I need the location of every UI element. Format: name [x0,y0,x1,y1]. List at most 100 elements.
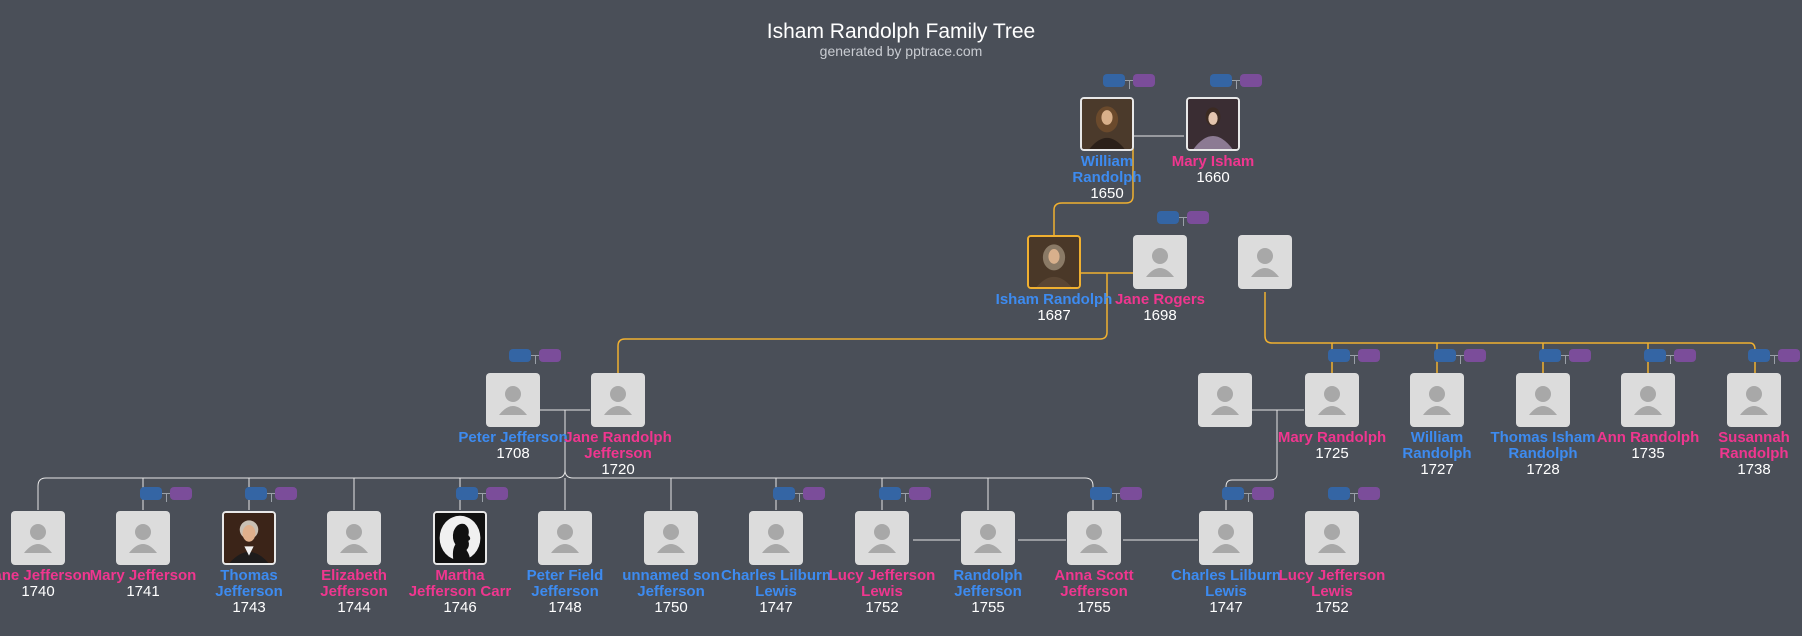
person-placeholder-icon [486,373,540,427]
ancestor-connector [1053,136,1134,236]
person-placeholder-icon [1410,373,1464,427]
expand-toggle[interactable] [1748,349,1802,364]
person-card-unknown-spouse[interactable] [1165,373,1285,427]
person-card-anna-scott-jefferson[interactable]: Anna Scott Jefferson 1755 [1034,511,1154,616]
person-placeholder-icon [327,511,381,565]
expand-toggle[interactable] [1539,349,1593,364]
person-year: 1735 [1631,445,1665,462]
expand-toggle[interactable] [1328,487,1382,502]
expand-toggle[interactable] [1434,349,1488,364]
person-card-elizabeth-jefferson[interactable]: Elizabeth Jefferson 1744 [294,511,414,616]
person-placeholder-icon [1516,373,1570,427]
expand-toggle[interactable] [1222,487,1276,502]
person-name: Martha Jefferson Carr [408,567,512,600]
expand-toggle[interactable] [245,487,299,502]
person-placeholder-icon [855,511,909,565]
person-name: Mary Jefferson [89,567,197,584]
person-placeholder-icon [538,511,592,565]
person-card-martha-jefferson-carr[interactable]: Martha Jefferson Carr 1746 [400,511,520,616]
expand-toggle[interactable] [456,487,510,502]
person-year: 1687 [1037,307,1071,324]
person-card-lucy-jefferson-lewis[interactable]: Lucy Jefferson Lewis 1752 [822,511,942,616]
person-card-jane-randolph-jefferson[interactable]: Jane Randolph Jefferson 1720 [558,373,678,478]
child-connector [37,410,566,510]
person-card-isham-randolph[interactable]: Isham Randolph 1687 [994,235,1114,324]
person-card-charles-lilburn-lewis[interactable]: Charles Lilburn Lewis 1747 [716,511,836,616]
person-name: William Randolph [1402,429,1472,462]
person-card-mary-jefferson[interactable]: Mary Jefferson 1741 [83,511,203,600]
person-card-charles-lilburn-lewis[interactable]: Charles Lilburn Lewis 1747 [1166,511,1286,616]
person-name: Elizabeth Jefferson [320,567,388,600]
person-year: 1755 [971,599,1005,616]
person-card-thomas-isham-randolph[interactable]: Thomas Isham Randolph 1728 [1483,373,1603,478]
person-card-lucy-jefferson-lewis[interactable]: Lucy Jefferson Lewis 1752 [1272,511,1392,616]
expand-toggle[interactable] [1090,487,1144,502]
page-title: Isham Randolph Family Tree [766,20,1036,43]
person-card-unnamed-son-jefferson[interactable]: unnamed son Jefferson 1750 [611,511,731,616]
person-card-william-randolph[interactable]: William Randolph 1650 [1047,97,1167,202]
person-card-thomas-jefferson[interactable]: Thomas Jefferson 1743 [189,511,309,616]
person-placeholder-icon [1199,511,1253,565]
person-placeholder-icon [1238,235,1292,289]
person-card-susannah-randolph[interactable]: Susannah Randolph 1738 [1694,373,1802,478]
child-connector [564,469,1094,510]
expand-toggle[interactable] [1644,349,1698,364]
person-name: Isham Randolph [995,291,1113,308]
person-card-mary-isham[interactable]: Mary Isham 1660 [1153,97,1273,186]
ancestor-connector [1264,292,1756,373]
portrait-photo [222,511,276,565]
person-name: Peter Jefferson [458,429,568,446]
expand-toggle[interactable] [1210,74,1264,89]
person-name: Jane Rogers [1114,291,1206,308]
person-name: Thomas Jefferson [215,567,283,600]
expand-toggle[interactable] [879,487,933,502]
expand-toggle[interactable] [140,487,194,502]
person-year: 1741 [126,583,160,600]
person-year: 1698 [1143,307,1177,324]
person-year: 1720 [601,461,635,478]
person-placeholder-icon [1305,373,1359,427]
person-placeholder-icon [591,373,645,427]
person-name: unnamed son Jefferson [622,567,720,600]
person-placeholder-icon [1133,235,1187,289]
person-year: 1747 [759,599,793,616]
person-year: 1738 [1737,461,1771,478]
child-connector [1225,410,1278,510]
portrait-photo [1186,97,1240,151]
portrait-photo [1080,97,1134,151]
expand-toggle[interactable] [1328,349,1382,364]
person-placeholder-icon [1305,511,1359,565]
person-year: 1650 [1090,185,1124,202]
person-name: Jane Randolph Jefferson [564,429,672,462]
person-year: 1743 [232,599,266,616]
person-year: 1750 [654,599,688,616]
person-card-randolph-jefferson[interactable]: Randolph Jefferson 1755 [928,511,1048,616]
person-name: Lucy Jefferson Lewis [828,567,936,600]
person-year: 1708 [496,445,530,462]
person-card-peter-field-jefferson[interactable]: Peter Field Jefferson 1748 [505,511,625,616]
person-card-ann-randolph[interactable]: Ann Randolph 1735 [1588,373,1708,462]
person-year: 1752 [1315,599,1349,616]
person-card-unknown-spouse[interactable] [1205,235,1325,289]
person-card-peter-jefferson[interactable]: Peter Jefferson 1708 [453,373,573,462]
person-year: 1725 [1315,445,1349,462]
person-placeholder-icon [749,511,803,565]
person-card-mary-randolph[interactable]: Mary Randolph 1725 [1272,373,1392,462]
person-card-jane-rogers[interactable]: Jane Rogers 1698 [1100,235,1220,324]
person-placeholder-icon [11,511,65,565]
person-name: William Randolph [1072,153,1142,186]
person-year: 1744 [337,599,371,616]
person-card-jane-jefferson[interactable]: Jane Jefferson 1740 [0,511,98,600]
person-card-william-randolph-1727[interactable]: William Randolph 1727 [1377,373,1497,478]
person-placeholder-icon [644,511,698,565]
expand-toggle[interactable] [509,349,563,364]
person-name: Thomas Isham Randolph [1490,429,1596,462]
expand-toggle[interactable] [773,487,827,502]
person-name: Charles Lilburn Lewis [720,567,832,600]
expand-toggle[interactable] [1103,74,1157,89]
expand-toggle[interactable] [1157,211,1211,226]
person-year: 1660 [1196,169,1230,186]
page-subtitle: generated by pptrace.com [819,43,983,59]
person-placeholder-icon [1727,373,1781,427]
person-name: Susannah Randolph [1718,429,1790,462]
